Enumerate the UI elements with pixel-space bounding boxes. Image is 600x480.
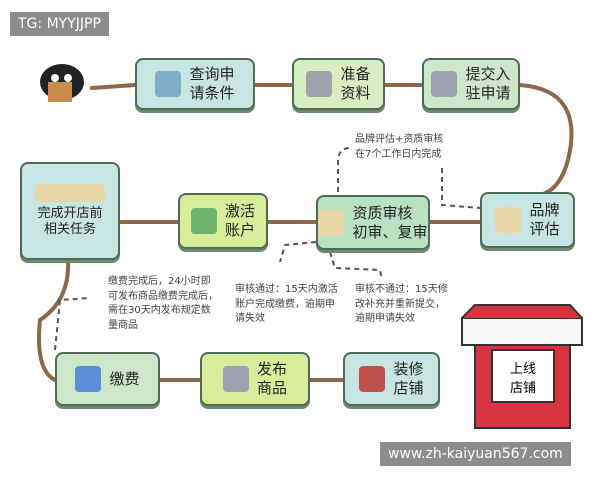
step-brand-evaluation: 品牌 评估: [480, 192, 575, 248]
step-publish-products: 发布 商品: [200, 352, 310, 406]
note-publish-deadline: 缴费完成后，24小时即 可发布商品缴费完成后， 需在30天内发布规定数 量商品: [108, 276, 218, 331]
documents-icon: [306, 71, 333, 97]
monitor-icon: [222, 366, 249, 392]
step-activate-account: 激活 账户: [178, 193, 268, 249]
store-illustration: [461, 304, 583, 429]
checklist-icon: [318, 209, 345, 236]
checkmark-icon: [190, 208, 217, 234]
step-qualification-review: 资质审核 初审、复审: [316, 195, 430, 250]
clipboard-icon: [495, 207, 522, 233]
note-review-time: 品牌评估+资质审核 在7个工作日内完成: [355, 134, 444, 160]
note-review-fail: 审核不通过：15天修 改补充并重新提交， 逾期申请失效: [355, 284, 448, 324]
watermark-bottom: www.zh-kaiyuan567.com: [380, 442, 571, 466]
watermark-top: TG: MYYJJPP: [10, 12, 109, 36]
step-query-conditions: 查询申 请条件: [135, 58, 255, 110]
credit-card-icon: [75, 366, 102, 392]
step-payment: 缴费: [55, 352, 160, 406]
step-decorate-store: 装修 店铺: [343, 352, 440, 406]
tools-icon: [359, 366, 386, 392]
step-prepare-materials: 准备 资料: [292, 58, 385, 110]
cat-mascot-icon: [40, 64, 84, 102]
step-store-online: 上线 店铺: [509, 362, 536, 396]
step-submit-application: 提交入 驻申请: [422, 58, 520, 110]
magnifier-icon: [155, 71, 182, 97]
tasks-icon: [35, 183, 105, 202]
note-review-pass: 审核通过：15天内激活 账户完成缴费，逾期申 请失效: [235, 284, 338, 324]
step-pre-opening-tasks: 完成开店前 相关任务: [20, 162, 120, 260]
upload-icon: [431, 71, 458, 97]
